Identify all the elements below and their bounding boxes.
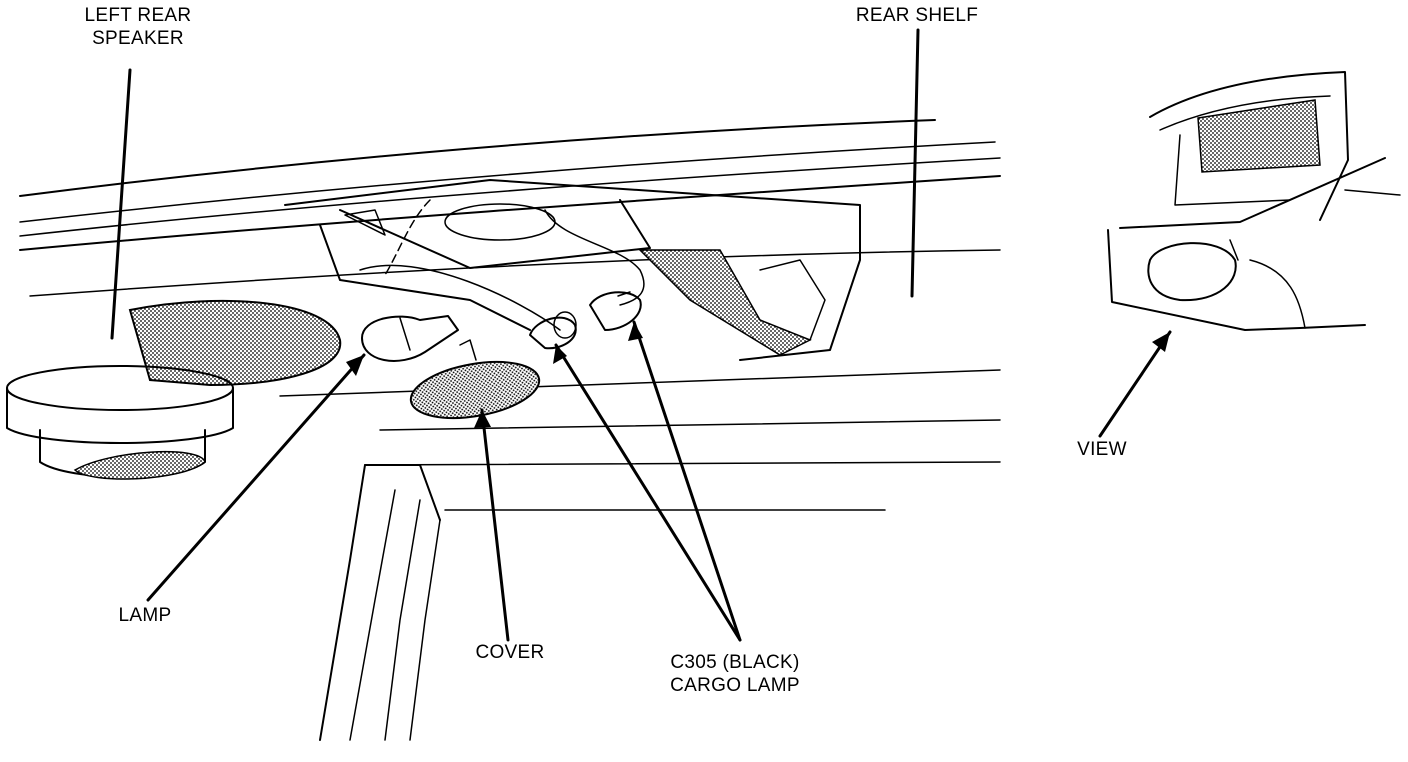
cover-label: COVER <box>475 642 545 663</box>
detail-view <box>1107 71 1401 331</box>
left-rear-speaker-label-line2: SPEAKER <box>92 28 184 49</box>
leader-lines <box>110 28 1172 642</box>
rear-shelf-label: REAR SHELF <box>855 5 979 26</box>
c305-connector-label: C305 (BLACK) CARGO LAMP <box>650 651 820 697</box>
lamp-bulb <box>361 315 459 362</box>
trim-frame <box>319 464 886 741</box>
rear-shelf-outline <box>19 119 1001 466</box>
left-rear-speaker-label: LEFT REAR SPEAKER <box>58 4 218 50</box>
lamp-cover <box>409 339 541 419</box>
c305-connector-label-line2: CARGO LAMP <box>670 675 800 696</box>
left-rear-speaker <box>6 299 342 480</box>
lamp-label: LAMP <box>118 605 172 626</box>
left-rear-speaker-label-line1: LEFT REAR <box>84 5 192 26</box>
c305-connector-label-line1: C305 (BLACK) <box>670 652 800 673</box>
c305-connector <box>529 291 642 350</box>
view-label: VIEW <box>1077 439 1127 460</box>
lamp-housing <box>284 179 861 361</box>
